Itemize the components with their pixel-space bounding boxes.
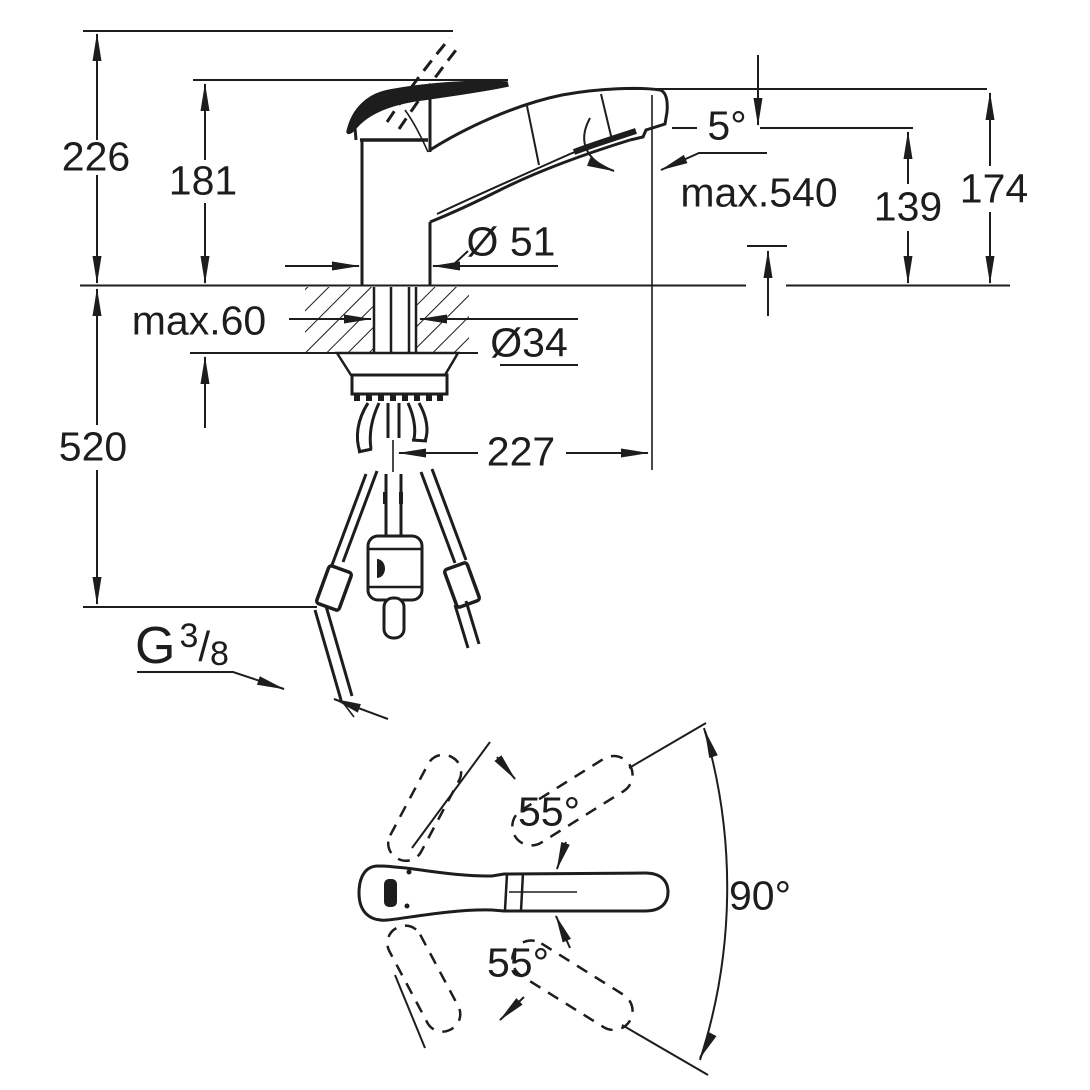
- thread-denominator: 8: [210, 635, 229, 673]
- lever-raised-dashed: [385, 37, 462, 130]
- dim-deck-thickness-label: max.60: [131, 297, 267, 344]
- plan-faucet-outline: [357, 864, 670, 922]
- dim-swivel-lower-label: 55°: [486, 939, 550, 986]
- plan-arrows: [494, 730, 718, 1059]
- counter-cross-section: [305, 287, 469, 353]
- spout-bottom-edge: [429, 138, 631, 224]
- dim-outlet-height-label: 139: [873, 183, 943, 230]
- dim-hose-below-label: 520: [58, 423, 128, 470]
- thread-numerator: 3: [179, 617, 199, 655]
- dim-swivel-total-label: 90°: [728, 872, 792, 919]
- under-deck-parts: [313, 351, 482, 718]
- dim-swivel-upper-label: 55°: [517, 788, 581, 835]
- mounting-nut-teeth: [354, 394, 443, 401]
- thread-prefix: G: [135, 617, 176, 675]
- dim-total-height-label: 226: [61, 133, 131, 180]
- dim-hole-diameter-label: Ø34: [490, 319, 568, 366]
- dim-spout-reach-label: 227: [486, 428, 556, 475]
- spout-top-edge: [429, 86, 661, 152]
- hose-weight: [366, 534, 424, 602]
- plan-view-drawing: [357, 722, 729, 1076]
- dim-spout-top-label: 174: [959, 165, 1029, 212]
- extension-lines: [80, 30, 1010, 608]
- thread-slash: /: [198, 623, 211, 670]
- angle-extension-lines: [394, 722, 709, 1076]
- dim-base-diameter-label: Ø 51: [466, 218, 556, 265]
- dim-spout-angle-label: 5°: [707, 102, 747, 149]
- dim-lever-height-label: 181: [168, 157, 238, 204]
- front-view-drawing: [80, 30, 1010, 720]
- swivel-arc: [699, 727, 729, 1061]
- dimension-lines: [92, 33, 995, 720]
- spray-head: [629, 88, 669, 142]
- lever-handle: [346, 80, 509, 135]
- swivel-positions-dashed: [386, 753, 634, 1033]
- faucet-body: [346, 37, 669, 285]
- lever-slot-top: [384, 879, 397, 907]
- dim-pullout-max-label: max.540: [680, 169, 838, 216]
